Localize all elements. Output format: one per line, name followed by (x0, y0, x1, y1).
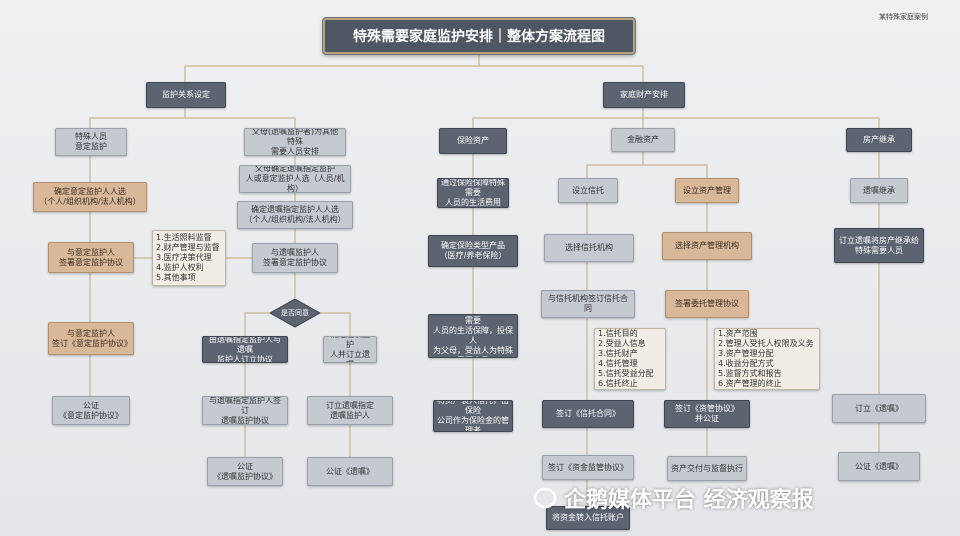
node-b1-detail: 1.信托目的 2.受益人信息 3.信托财产 4.信托管理 5.信托受益分配 6.… (594, 328, 666, 390)
node-col2-right-step3: 公证《遗嘱》 (307, 457, 393, 486)
watermark-text: 企鹅媒体平台 经济观察报 (564, 488, 814, 513)
node-col2-step2: 确定遗嘱指定监护人人选 （个人/组织机构/法人机构） (237, 201, 353, 229)
node-c-head: 房产继承 (846, 128, 912, 152)
watermark: 企鹅媒体平台 经济观察报 (532, 482, 814, 514)
node-b1-step5: 将资金转入信托账户 (546, 506, 630, 530)
node-b1-step4: 签订《资金监管协议》 (542, 455, 634, 480)
decision-label: 是否同意 (281, 309, 309, 317)
node-c-step4: 公证《遗嘱》 (838, 452, 920, 481)
node-col2-right-step2: 订立遗嘱指定 遗嘱监护人 (307, 396, 393, 425)
node-col1-step2: 与意定监护人 签署意定监护协议 (48, 242, 134, 273)
node-col1-step4: 公证 《意定监护协议》 (52, 396, 130, 425)
node-c-step1: 遗嘱继承 (850, 178, 908, 203)
node-col2-step3: 与遗嘱监护人 签署意定监护协议 (252, 243, 338, 273)
branch-assets: 家庭财产安排 (603, 82, 685, 108)
node-b1-step1: 选择信托机构 (544, 234, 634, 262)
node-b2-step1: 选择资产管理机构 (662, 232, 752, 260)
node-b2-step4: 资产交付与监督执行 (667, 456, 747, 481)
node-col1-step3: 与意定监护人 签订《意定监护协议》 (48, 322, 134, 355)
node-a-step2: 确定保险类型产品 （医疗/养老保险） (428, 235, 518, 267)
branch-guardianship: 监护关系设定 (146, 82, 226, 108)
node-col2-step1: 父母确定遗嘱指定监护 人或意定监护人选（人员/机构） (239, 165, 351, 193)
node-col1-step1: 确定意定监护人人选 （个人/组织机构/法人机构） (33, 182, 147, 212)
node-col2-left-step1: 由遗嘱指定监护人与遗嘱 监护人订立协议 (202, 336, 288, 363)
node-duties-list: 1.生活照料监督 2.财产管理与监督 3.医疗决策代理 4.监护人权利 5.其他… (152, 230, 226, 286)
node-b1-step3: 签订《信托合同》 (542, 400, 634, 428)
page-title: 特殊需要家庭监护安排｜整体方案流程图 (322, 17, 636, 55)
node-b2-detail: 1.资产范围 2.管理人受托人权限及义务 3.资产管理分配 4.收益分配方式 5… (714, 328, 820, 390)
node-b2-step2: 签署委托管理协议 (665, 290, 749, 318)
node-b-head: 金融资产 (611, 128, 675, 152)
node-b1-head: 设立信托 (558, 178, 618, 203)
node-a-head: 保险资产 (439, 128, 507, 154)
node-col2-left-step2: 与遗嘱指定监护人签订 遗嘱监护协议 (202, 396, 288, 425)
node-b2-head: 设立资产管理 (675, 178, 739, 203)
node-a-step1: 通过保险保障特殊需要 人员的生活费用 (437, 178, 509, 208)
node-b1-step2: 与信托机构签订信托合同 (541, 290, 635, 318)
decision-diamond: 是否同意 (269, 298, 321, 328)
corner-note: 某特殊家庭案例 (879, 13, 928, 21)
node-col2-right-step1: 确定遗嘱监护 人并订立遗嘱 (323, 336, 377, 363)
penguin-logo-icon (533, 487, 557, 509)
node-c-step2: 订立遗嘱将房产继承给 特殊需要人员 (834, 228, 924, 263)
node-col2-left-step3: 公证 《遗嘱监护协议》 (207, 457, 283, 486)
node-a-step4: 将资产装入信托，由保险 公司作为保险金的管理者 (433, 400, 513, 432)
node-b2-step3: 签订《资管协议》 并公证 (664, 400, 750, 428)
node-col1-head: 特殊人员 意定监护 (55, 128, 127, 156)
node-c-step3: 订立《遗嘱》 (832, 394, 926, 423)
node-col2-head: 父母(遗嘱监护者)为其他特殊 需要人员安排 (244, 128, 346, 156)
node-a-step3: 利用《保单》作为特殊需要 人员的生活保障，投保人 为父母，受益人为特殊需要人员 (428, 314, 518, 358)
